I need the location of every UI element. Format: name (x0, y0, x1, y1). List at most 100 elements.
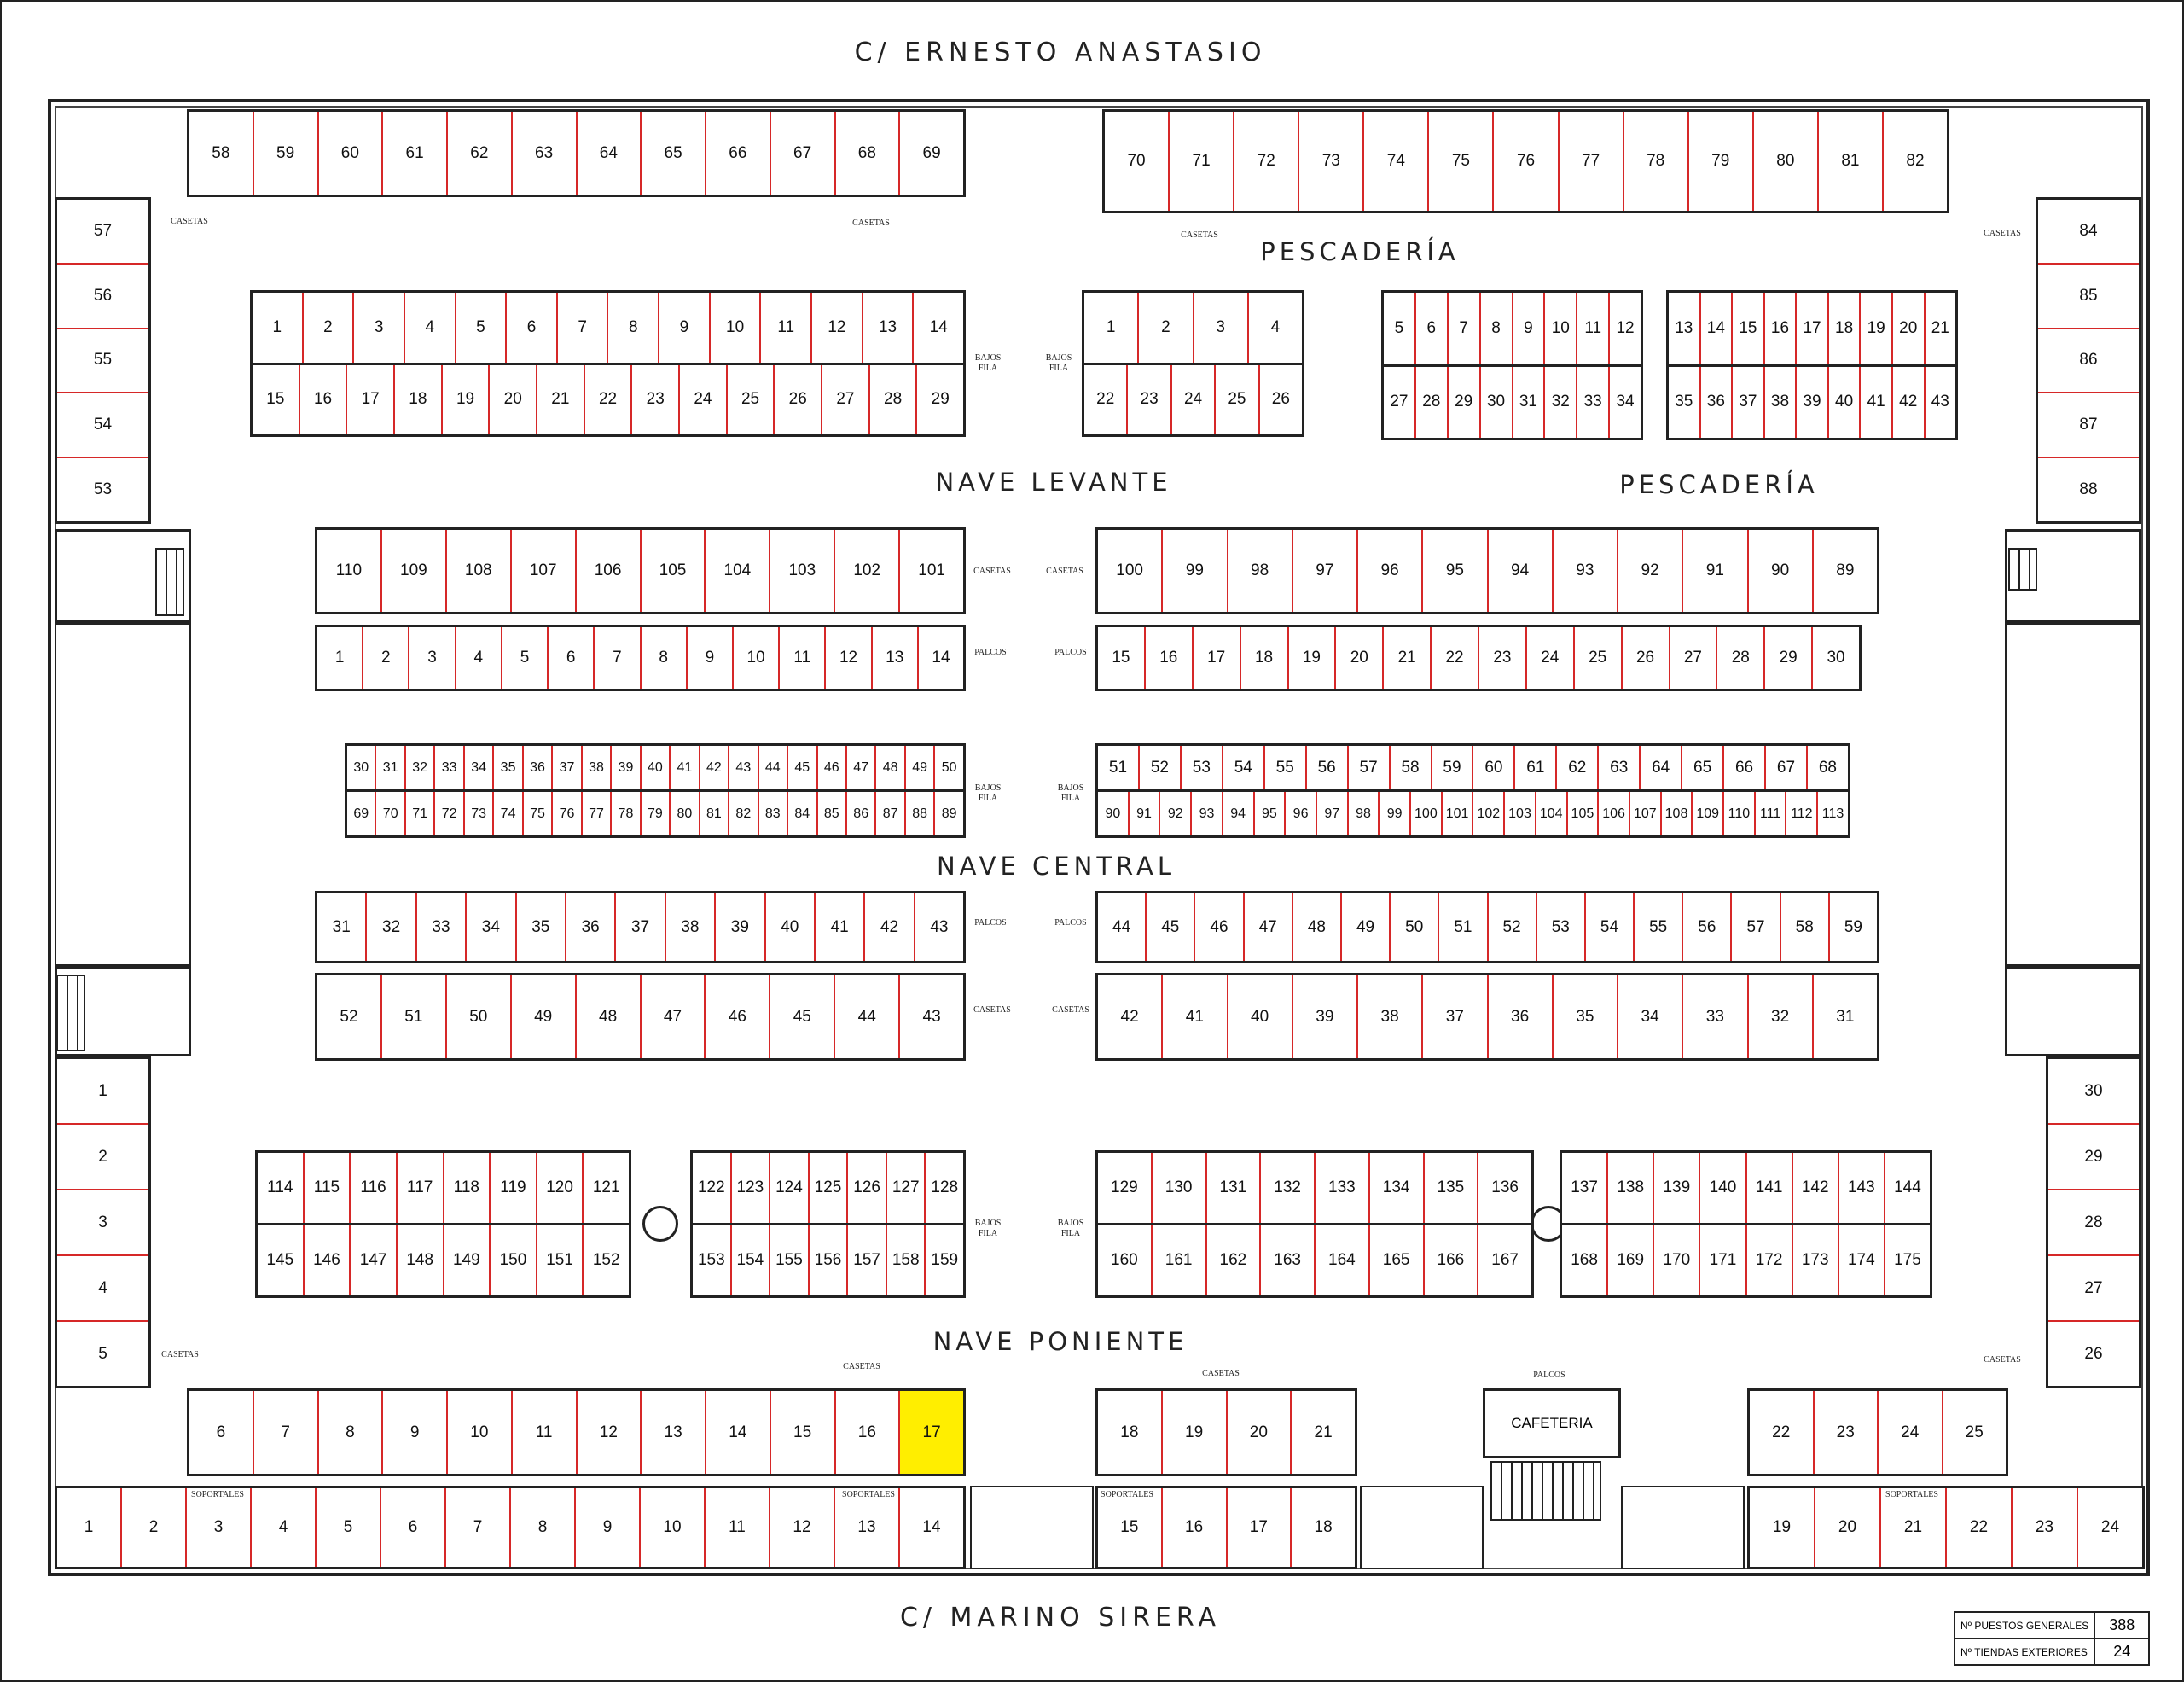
stall[interactable]: 81 (1819, 112, 1884, 211)
stall[interactable]: 22 (585, 364, 633, 434)
stall[interactable]: 93 (1554, 530, 1618, 612)
stall[interactable]: 21 (1384, 627, 1432, 689)
stall[interactable]: 110 (317, 530, 382, 612)
stall[interactable]: 71 (1170, 112, 1235, 211)
stall[interactable]: 151 (537, 1225, 584, 1295)
stall[interactable]: 53 (1182, 746, 1223, 789)
stall[interactable]: 51 (1439, 893, 1489, 961)
stall[interactable]: 70 (376, 792, 406, 835)
stall[interactable]: 23 (1815, 1391, 1879, 1474)
stall[interactable]: 11 (513, 1391, 578, 1474)
stall[interactable]: 174 (1839, 1225, 1885, 1295)
stall[interactable]: 137 (1562, 1153, 1609, 1223)
stall[interactable]: 22 (1084, 364, 1129, 434)
stall[interactable]: 27 (1384, 366, 1416, 438)
stall[interactable]: 28 (870, 364, 918, 434)
stall[interactable]: 6 (381, 1488, 446, 1567)
stall[interactable]: 122 (693, 1153, 732, 1223)
stall[interactable]: 63 (513, 112, 578, 195)
stall[interactable]: 3 (354, 293, 405, 363)
stall[interactable]: 52 (1489, 893, 1537, 961)
stall[interactable]: 55 (57, 329, 148, 394)
stall[interactable]: 3 (57, 1190, 148, 1256)
stall[interactable]: 51 (382, 975, 447, 1058)
stall[interactable]: 7 (254, 1391, 319, 1474)
stall[interactable]: 132 (1261, 1153, 1316, 1223)
stall[interactable]: 36 (524, 746, 554, 789)
stall[interactable]: 27 (1670, 627, 1718, 689)
stall[interactable]: 125 (810, 1153, 849, 1223)
stall[interactable]: 51 (1098, 746, 1140, 789)
stall[interactable]: 17 (1797, 293, 1829, 364)
stall[interactable]: 147 (351, 1225, 398, 1295)
stall[interactable]: 36 (1701, 366, 1734, 438)
stall[interactable]: 12 (1616, 318, 1635, 337)
stall[interactable]: 22 (1750, 1391, 1815, 1474)
stall[interactable]: 75 (524, 792, 554, 835)
stall[interactable]: 18 (395, 364, 443, 434)
stall[interactable]: 14 (922, 1518, 941, 1536)
stall[interactable]: 77 (1560, 112, 1624, 211)
stall[interactable]: 14 (1701, 293, 1734, 364)
stall[interactable]: 66 (706, 112, 771, 195)
stall[interactable]: 70 (1105, 112, 1170, 211)
stall[interactable]: 159 (931, 1251, 959, 1269)
stall[interactable]: 37 (616, 893, 666, 961)
stall[interactable]: 16 (300, 364, 348, 434)
stall[interactable]: 95 (1255, 792, 1287, 835)
stall[interactable]: 19 (1750, 1488, 1815, 1567)
stall[interactable]: 1 (253, 293, 304, 363)
stall[interactable]: 61 (383, 112, 448, 195)
stall[interactable]: 50 (941, 760, 957, 775)
stall[interactable]: 77 (583, 792, 613, 835)
stall[interactable]: 46 (706, 975, 771, 1058)
stall[interactable]: 88 (906, 792, 936, 835)
stall[interactable]: 106 (577, 530, 642, 612)
stall[interactable]: 52 (317, 975, 382, 1058)
stall[interactable]: 2 (1139, 293, 1194, 363)
stall[interactable]: 167 (1491, 1251, 1519, 1269)
stall[interactable]: 172 (1747, 1225, 1793, 1295)
stall[interactable]: 28 (1416, 366, 1449, 438)
stall[interactable]: 103 (1505, 792, 1536, 835)
stall[interactable]: 20 (1336, 627, 1385, 689)
stall[interactable]: 173 (1793, 1225, 1839, 1295)
stall[interactable]: 136 (1491, 1179, 1519, 1196)
stall[interactable]: 25 (1575, 627, 1623, 689)
stall[interactable]: 58 (1391, 746, 1432, 789)
stall[interactable]: 37 (1423, 975, 1489, 1058)
stall[interactable]: 7 (446, 1488, 511, 1567)
stall[interactable]: 108 (1662, 792, 1693, 835)
stall[interactable]: 104 (706, 530, 771, 612)
stall[interactable]: 96 (1286, 792, 1317, 835)
stall[interactable]: 133 (1316, 1153, 1370, 1223)
stall[interactable]: 55 (1635, 893, 1684, 961)
stall[interactable]: 31 (317, 893, 368, 961)
stall[interactable]: 158 (887, 1225, 926, 1295)
stall[interactable]: 40 (1228, 975, 1293, 1058)
stall[interactable]: 79 (1689, 112, 1754, 211)
stall[interactable]: 21 (1881, 1488, 1947, 1567)
stall[interactable]: 86 (2038, 329, 2139, 394)
stall[interactable]: 6 (1416, 293, 1449, 364)
stall[interactable]: 126 (848, 1153, 887, 1223)
stall[interactable]: 20 (1815, 1488, 1881, 1567)
stall[interactable]: 131 (1207, 1153, 1262, 1223)
stall[interactable]: 31 (376, 746, 406, 789)
stall[interactable]: 13 (873, 627, 919, 689)
stall[interactable]: 67 (1766, 746, 1808, 789)
stall[interactable]: 10 (448, 1391, 513, 1474)
stall[interactable]: 164 (1316, 1225, 1370, 1295)
stall[interactable]: 19 (1163, 1391, 1228, 1474)
stall[interactable]: 97 (1317, 792, 1349, 835)
stall[interactable]: 47 (1245, 893, 1293, 961)
stall[interactable]: 2 (363, 627, 410, 689)
stall[interactable]: 54 (1223, 746, 1265, 789)
stall[interactable]: 112 (1786, 792, 1819, 835)
stall[interactable]: 23 (1479, 627, 1527, 689)
stall[interactable]: 76 (1494, 112, 1560, 211)
stall[interactable]: 8 (511, 1488, 576, 1567)
stall[interactable]: 60 (319, 112, 384, 195)
stall[interactable]: 23 (2013, 1488, 2078, 1567)
stall[interactable]: 68 (1818, 758, 1837, 777)
